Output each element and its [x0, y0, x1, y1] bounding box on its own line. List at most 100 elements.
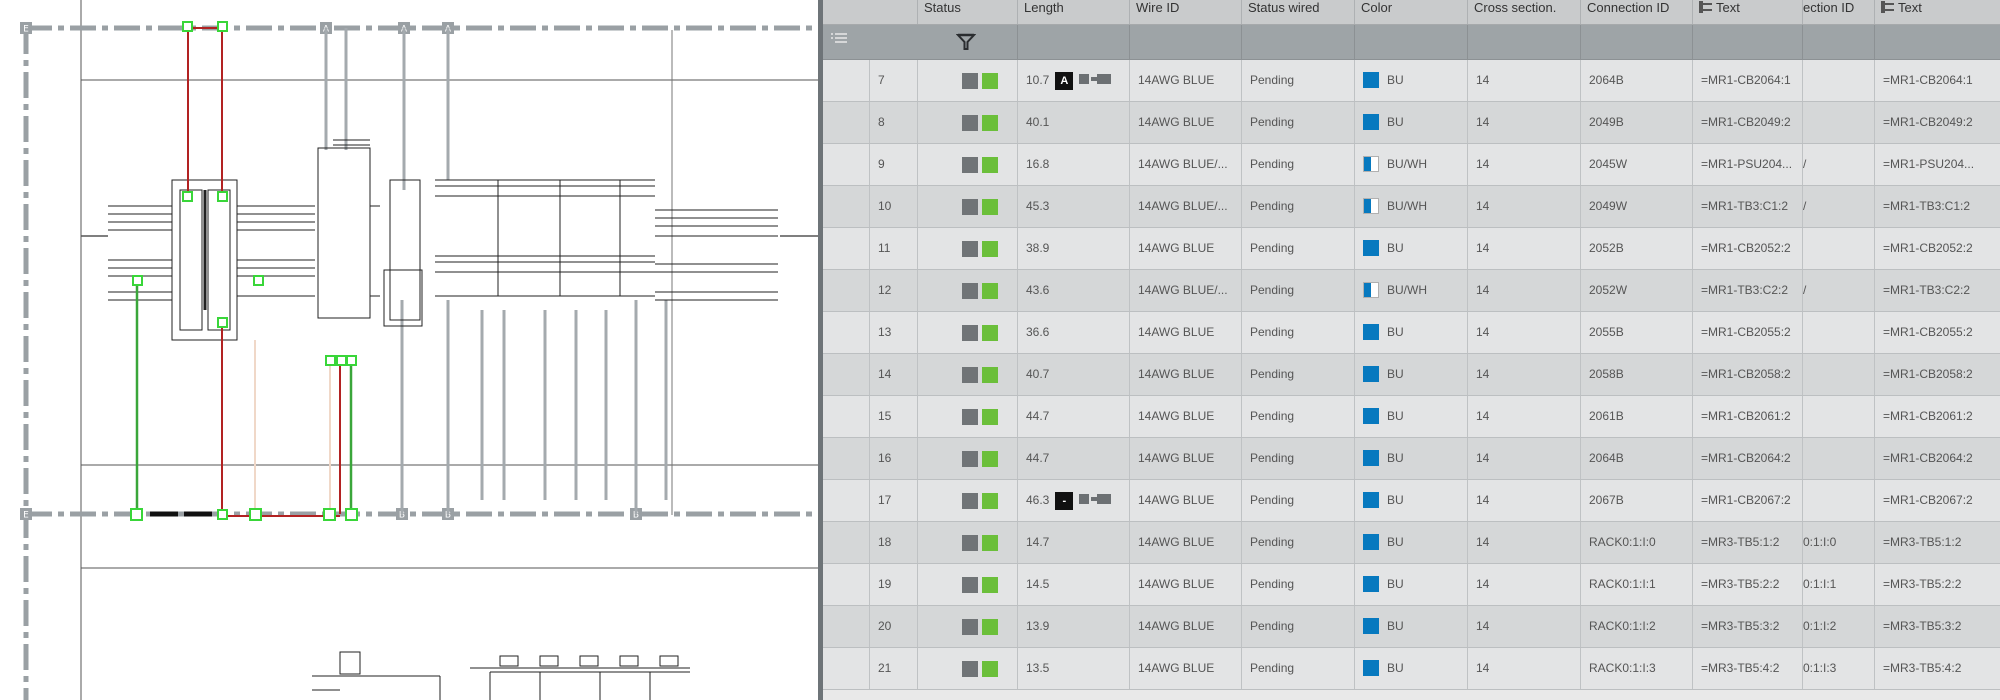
status-wired-cell[interactable]: Pending	[1241, 522, 1354, 563]
connection-id-2-cell[interactable]: 0:1:I:0	[1802, 522, 1874, 563]
wire-id-cell[interactable]: 14AWG BLUE	[1129, 102, 1241, 143]
status-wired-cell[interactable]: Pending	[1241, 228, 1354, 269]
status-cell[interactable]	[917, 480, 1017, 521]
status-wired-cell[interactable]: Pending	[1241, 648, 1354, 689]
status-cell[interactable]	[917, 60, 1017, 101]
color-cell[interactable]: BU	[1354, 438, 1467, 479]
cross-section-cell[interactable]: 14	[1467, 396, 1580, 437]
text-2-cell[interactable]: =MR1-CB2061:2	[1874, 396, 2000, 437]
text-2-cell[interactable]: =MR3-TB5:4:2	[1874, 648, 2000, 689]
connection-id-cell[interactable]: 2045W	[1580, 144, 1692, 185]
status-wired-cell[interactable]: Pending	[1241, 354, 1354, 395]
cross-section-cell[interactable]: 14	[1467, 606, 1580, 647]
cross-section-cell[interactable]: 14	[1467, 186, 1580, 227]
status-wired-cell[interactable]: Pending	[1241, 606, 1354, 647]
wire-id-cell[interactable]: 14AWG BLUE	[1129, 480, 1241, 521]
status-cell[interactable]	[917, 606, 1017, 647]
text-2-cell[interactable]: =MR1-PSU204...	[1874, 144, 2000, 185]
text-cell[interactable]: =MR1-TB3:C2:2	[1692, 270, 1802, 311]
text-cell[interactable]: =MR1-CB2061:2	[1692, 396, 1802, 437]
color-cell[interactable]: BU	[1354, 396, 1467, 437]
length-cell[interactable]: 45.3	[1017, 186, 1129, 227]
wire-id-cell[interactable]: 14AWG BLUE	[1129, 606, 1241, 647]
column-header-status[interactable]: Status	[917, 0, 1017, 24]
connection-id-cell[interactable]: 2061B	[1580, 396, 1692, 437]
connection-id-cell[interactable]: 2049B	[1580, 102, 1692, 143]
length-cell[interactable]: 40.1	[1017, 102, 1129, 143]
connection-id-2-cell[interactable]	[1802, 480, 1874, 521]
connection-id-2-cell[interactable]	[1802, 312, 1874, 353]
filter-cell[interactable]	[1802, 25, 1803, 59]
cross-section-cell[interactable]: 14	[1467, 564, 1580, 605]
cross-section-cell[interactable]: 14	[1467, 312, 1580, 353]
status-wired-cell[interactable]: Pending	[1241, 186, 1354, 227]
length-cell[interactable]: 43.6	[1017, 270, 1129, 311]
wire-id-cell[interactable]: 14AWG BLUE	[1129, 522, 1241, 563]
status-cell[interactable]	[917, 144, 1017, 185]
text-cell[interactable]: =MR1-CB2064:2	[1692, 438, 1802, 479]
text-2-cell[interactable]: =MR1-CB2055:2	[1874, 312, 2000, 353]
length-cell[interactable]: 44.7	[1017, 438, 1129, 479]
color-cell[interactable]: BU	[1354, 606, 1467, 647]
cross-section-cell[interactable]: 14	[1467, 228, 1580, 269]
cross-section-cell[interactable]: 14	[1467, 480, 1580, 521]
connection-id-2-cell[interactable]	[1802, 438, 1874, 479]
pane-splitter[interactable]	[818, 0, 823, 700]
filter-cell[interactable]	[1580, 25, 1581, 59]
status-cell[interactable]	[917, 648, 1017, 689]
text-2-cell[interactable]: =MR1-CB2058:2	[1874, 354, 2000, 395]
text-cell[interactable]: =MR1-CB2055:2	[1692, 312, 1802, 353]
color-cell[interactable]: BU	[1354, 312, 1467, 353]
text-2-cell[interactable]: =MR1-TB3:C2:2	[1874, 270, 2000, 311]
connection-id-cell[interactable]: RACK0:1:I:3	[1580, 648, 1692, 689]
color-cell[interactable]: BU	[1354, 522, 1467, 563]
status-cell[interactable]	[917, 312, 1017, 353]
connection-id-cell[interactable]: 2067B	[1580, 480, 1692, 521]
text-2-cell[interactable]: =MR3-TB5:3:2	[1874, 606, 2000, 647]
status-cell[interactable]	[917, 438, 1017, 479]
status-wired-cell[interactable]: Pending	[1241, 480, 1354, 521]
connection-id-cell[interactable]: 2058B	[1580, 354, 1692, 395]
wire-id-cell[interactable]: 14AWG BLUE/...	[1129, 186, 1241, 227]
text-cell[interactable]: =MR1-CB2067:2	[1692, 480, 1802, 521]
wire-id-cell[interactable]: 14AWG BLUE/...	[1129, 144, 1241, 185]
color-cell[interactable]: BU	[1354, 228, 1467, 269]
connection-id-cell[interactable]: 2049W	[1580, 186, 1692, 227]
cross-section-cell[interactable]: 14	[1467, 270, 1580, 311]
text-2-cell[interactable]: =MR1-CB2067:2	[1874, 480, 2000, 521]
connection-id-cell[interactable]: 2064B	[1580, 438, 1692, 479]
connection-id-2-cell[interactable]: 0:1:I:2	[1802, 606, 1874, 647]
filter-cell[interactable]	[1467, 25, 1468, 59]
column-header-status-wired[interactable]: Status wired	[1241, 0, 1354, 24]
filter-cell[interactable]	[1874, 25, 1875, 59]
length-cell[interactable]: 14.7	[1017, 522, 1129, 563]
connection-id-cell[interactable]: 2052B	[1580, 228, 1692, 269]
text-cell[interactable]: =MR3-TB5:1:2	[1692, 522, 1802, 563]
color-cell[interactable]: BU	[1354, 102, 1467, 143]
connection-id-2-cell[interactable]: 0:1:I:3	[1802, 648, 1874, 689]
connection-id-2-cell[interactable]	[1802, 228, 1874, 269]
text-cell[interactable]: =MR1-CB2064:1	[1692, 60, 1802, 101]
connection-id-2-cell[interactable]	[1802, 60, 1874, 101]
connection-id-cell[interactable]: 2052W	[1580, 270, 1692, 311]
status-wired-cell[interactable]: Pending	[1241, 564, 1354, 605]
filter-cell[interactable]	[1692, 25, 1693, 59]
wire-id-cell[interactable]: 14AWG BLUE/...	[1129, 270, 1241, 311]
wire-id-cell[interactable]: 14AWG BLUE	[1129, 648, 1241, 689]
status-wired-cell[interactable]: Pending	[1241, 102, 1354, 143]
connection-id-cell[interactable]: 2064B	[1580, 60, 1692, 101]
color-cell[interactable]: BU/WH	[1354, 144, 1467, 185]
color-cell[interactable]: BU	[1354, 354, 1467, 395]
color-cell[interactable]: BU	[1354, 648, 1467, 689]
length-cell[interactable]: 36.6	[1017, 312, 1129, 353]
length-cell[interactable]: 44.7	[1017, 396, 1129, 437]
